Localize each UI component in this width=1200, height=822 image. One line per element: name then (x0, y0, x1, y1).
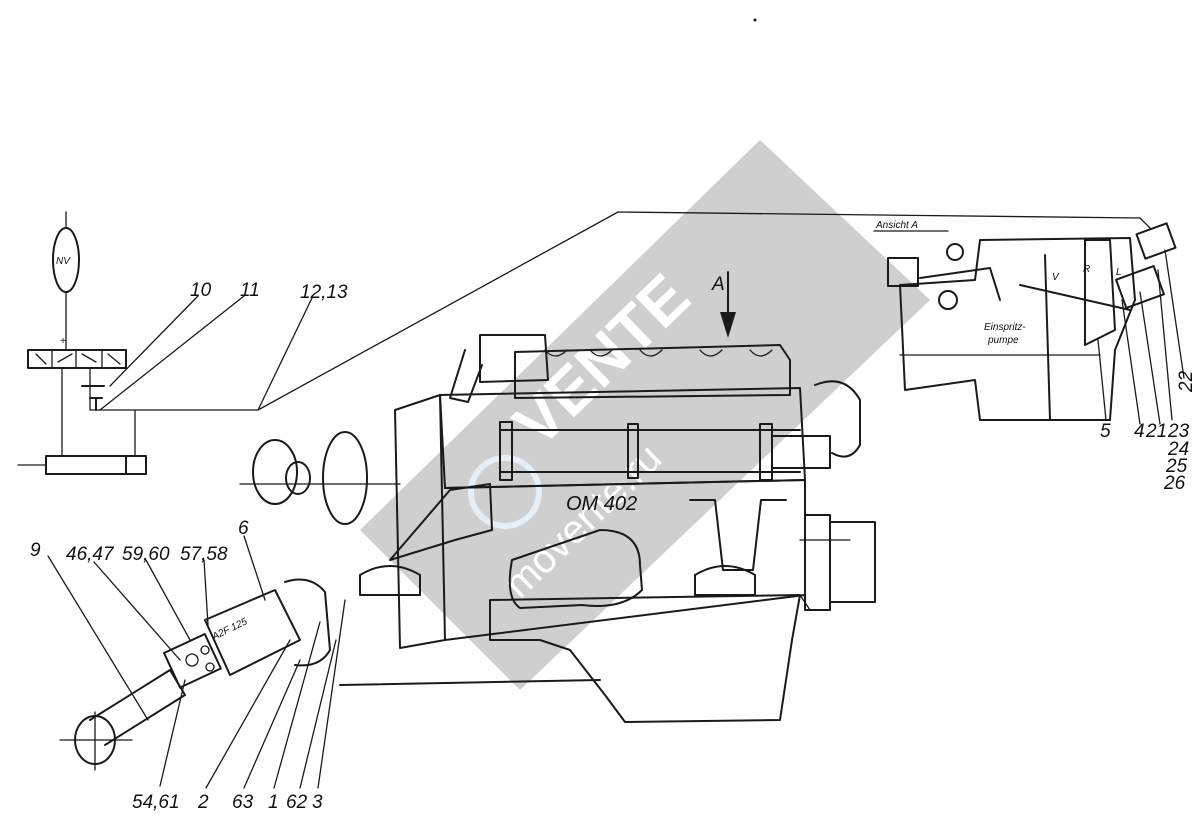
pump-model-label: A2F 125 (210, 616, 250, 643)
svg-text:+: + (60, 336, 66, 347)
callout-11: 11 (240, 280, 260, 301)
callout-24: 24 (1167, 439, 1189, 460)
hydraulic-pump-a2f125: A2F 125 (59, 578, 331, 771)
callout-46-47: 46,47 (66, 544, 115, 565)
callout-63: 63 (232, 792, 254, 813)
callout-5: 5 (1100, 421, 1111, 442)
nv-label: NV (56, 256, 71, 267)
watermark-logo-icon (468, 455, 542, 529)
lever-v-label: V (1052, 272, 1060, 283)
view-a-title: Ansicht A (875, 220, 918, 231)
callout-54-61: 54,61 (132, 792, 180, 813)
front-pulley (252, 439, 298, 505)
injection-pump-label-2: pumpe (987, 335, 1019, 346)
callout-25: 25 (1165, 456, 1188, 477)
watermark: VENTE movente.ru (360, 140, 930, 690)
leader-lines (47, 249, 1185, 789)
injection-pump-label-1: Einspritz- (984, 322, 1026, 333)
view-a-detail: Ansicht A Einspritz- pumpe R L V (873, 220, 1177, 421)
callout-21: 21 (1145, 421, 1167, 442)
callout-22: 22 (1176, 370, 1197, 393)
watermark-banner (360, 140, 930, 690)
callout-6: 6 (238, 518, 249, 539)
lever-r-label: R (1083, 264, 1090, 275)
scan-speck (753, 18, 757, 22)
callout-2: 2 (197, 792, 209, 813)
callout-62: 62 (286, 792, 308, 813)
callout-23: 23 (1167, 421, 1190, 442)
engine-mount-front (359, 565, 421, 596)
engine-mount-rear (694, 565, 756, 596)
view-arrow-icon (720, 312, 736, 338)
callout-labels: 10 11 12,13 9 46,47 59,60 57,58 6 54,61 … (30, 280, 1197, 813)
directional-valve (27, 349, 127, 369)
callout-26: 26 (1163, 473, 1186, 494)
callout-3: 3 (312, 792, 323, 813)
view-arrow-label: A (711, 274, 725, 295)
callout-4: 4 (1134, 421, 1145, 442)
hydraulic-schematic: NV + (17, 211, 1151, 475)
callout-12-13: 12,13 (300, 282, 348, 303)
engine-om402: A OM 402 (239, 271, 876, 723)
engine-model-label: OM 402 (566, 493, 637, 515)
callout-57-58: 57,58 (180, 544, 228, 565)
callout-59-60: 59,60 (122, 544, 170, 565)
oil-filter (508, 529, 643, 609)
callout-9: 9 (30, 540, 41, 561)
lever-l-label: L (1116, 267, 1122, 278)
hydraulic-cylinder (45, 455, 147, 475)
callout-10: 10 (190, 280, 212, 301)
callout-1: 1 (268, 792, 279, 813)
